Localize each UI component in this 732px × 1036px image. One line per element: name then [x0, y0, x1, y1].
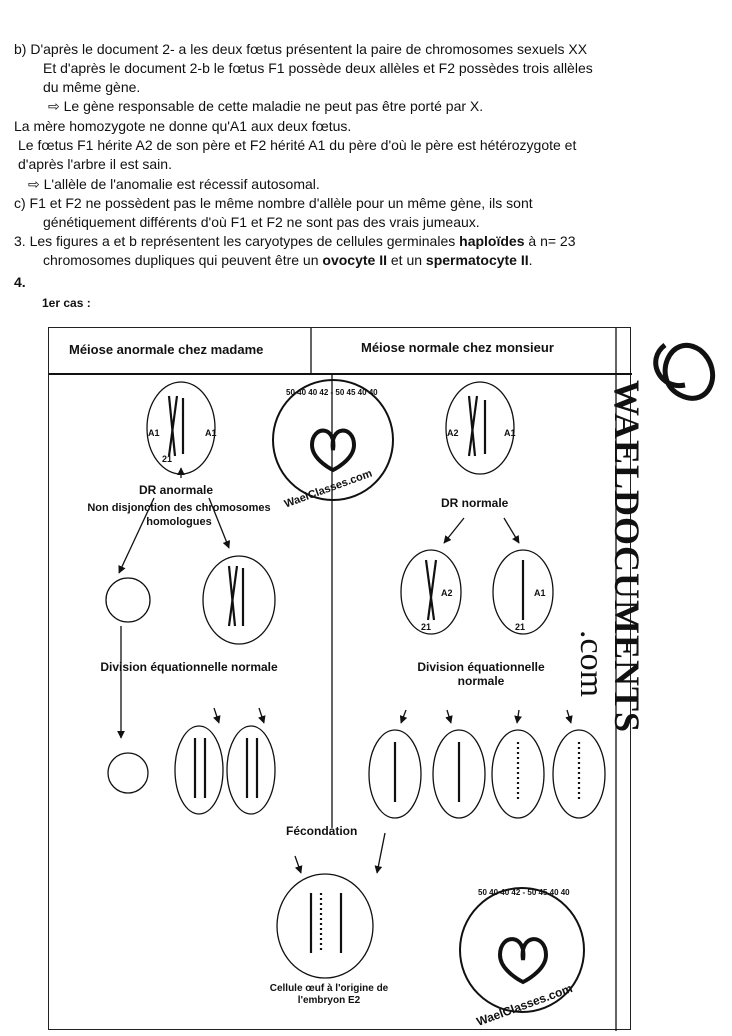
arrow-icon: ⇨	[48, 98, 60, 114]
answer-b-line2: Et d'après le document 2-b le fœtus F1 p…	[43, 60, 593, 76]
answer-3-line1: 3. Les figures a et b représentent les c…	[14, 233, 576, 249]
allele-label: A2	[441, 588, 453, 598]
watermark-stamp-top: 50 40 40 42 - 50 45 40 40	[286, 388, 378, 397]
label-non-disjonction: Non disjonction des chromosomes homologu…	[87, 502, 271, 528]
label-division-left: Division équationnelle normale	[100, 660, 278, 674]
label-cellule-oeuf: Cellule œuf à l'origine de l'embryon E2	[269, 983, 389, 1006]
allele-label: A2	[447, 428, 459, 438]
chromosome-number-label: 21	[162, 454, 173, 464]
meiosis-diagram-table: Méiose anormale chez madame Méiose norma…	[48, 327, 632, 1031]
answer-c-line1: c) F1 et F2 ne possèdent pas le même nom…	[14, 195, 533, 211]
allele-label: A1	[205, 428, 217, 438]
answer-line7: d'après l'arbre il est sain.	[18, 156, 172, 172]
case-label: 1er cas :	[42, 296, 91, 310]
answer-line6: Le fœtus F1 hérite A2 de son père et F2 …	[18, 137, 577, 153]
answer-b-line1: b) D'après le document 2- a les deux fœt…	[14, 41, 588, 57]
answer-line5: La mère homozygote ne donne qu'A1 aux de…	[14, 118, 352, 134]
label-dr-normale: DR normale	[441, 496, 509, 510]
allele-label: A1	[504, 428, 516, 438]
allele-label: A1	[534, 588, 546, 598]
label-dr-anormale: DR anormale	[139, 483, 214, 497]
answer-3-line2: chromosomes dupliques qui peuvent être u…	[43, 252, 533, 268]
answer-c-line2: génétiquement différents d'où F1 et F2 n…	[43, 214, 480, 230]
meiosis-diagram-drawing	[49, 328, 632, 1031]
header-left: Méiose anormale chez madame	[69, 342, 264, 357]
header-right: Méiose normale chez monsieur	[361, 340, 554, 355]
allele-label: A1	[148, 428, 160, 438]
conclusion-line-autosomal: ⇨ L'allèle de l'anomalie est récessif au…	[28, 176, 320, 192]
arrow-icon: ⇨	[28, 176, 40, 192]
chromosome-number-label: 21	[421, 622, 432, 632]
answer-b-line3: du même gène.	[43, 79, 141, 95]
conclusion-line-x: ⇨ Le gène responsable de cette maladie n…	[48, 98, 484, 114]
question-4-number: 4.	[14, 274, 26, 290]
chromosome-number-label: 21	[515, 622, 526, 632]
watermark-brand: WAELDOCUMENTS .com	[573, 380, 647, 734]
label-division-right: Division équationnelle normale	[417, 660, 545, 688]
watermark-stamp-top-2: 50 40 40 42 - 50 45 40 40	[478, 888, 570, 897]
label-fecondation: Fécondation	[286, 824, 358, 838]
